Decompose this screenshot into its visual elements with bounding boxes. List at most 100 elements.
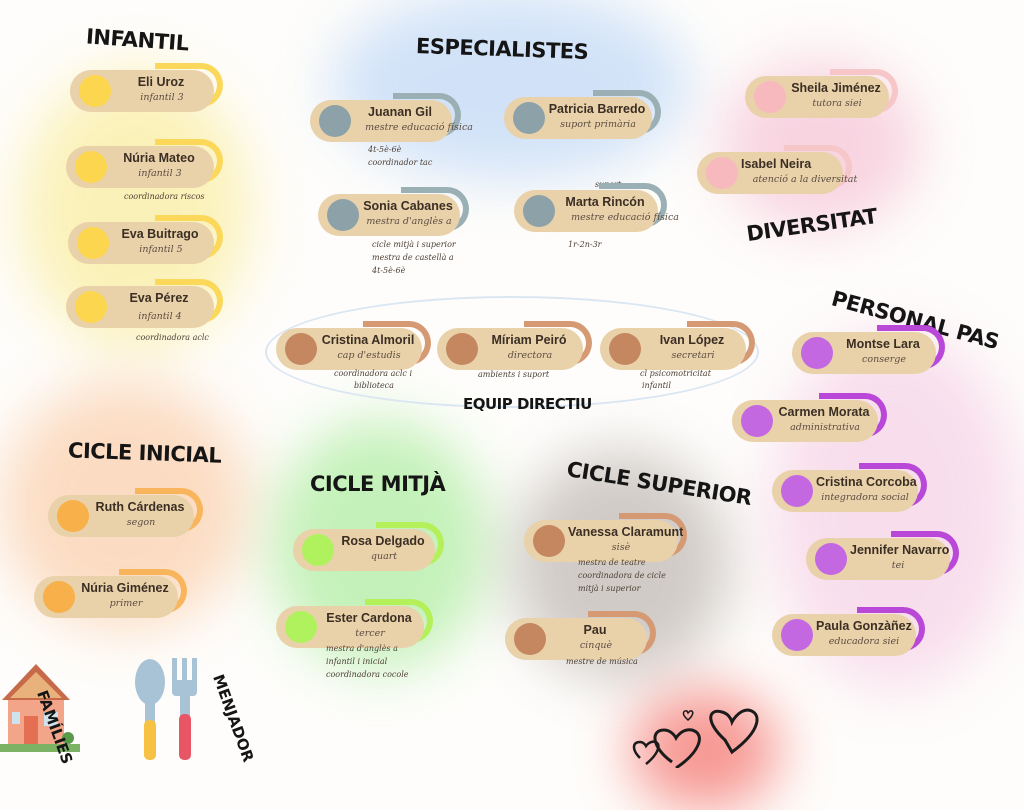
staff-role: infantil 3 bbox=[140, 92, 184, 103]
avatar-dot bbox=[446, 333, 478, 365]
avatar-dot bbox=[754, 81, 786, 113]
staff-role: tercer bbox=[355, 628, 385, 639]
staff-name: Cristina Almoril bbox=[321, 333, 415, 347]
staff-card-pau: Pau cinquè bbox=[505, 611, 656, 660]
staff-card-juanan-gil: Juanan Gil mestre educació física bbox=[310, 93, 473, 142]
staff-name: Pau bbox=[583, 623, 607, 637]
staff-name: Eli Uroz bbox=[137, 75, 185, 89]
staff-role: tei bbox=[891, 560, 905, 571]
staff-card-nuria-gimenez: Núria Giménez primer bbox=[34, 569, 187, 618]
heading-cicle-mitja: CICLE MITJÀ bbox=[310, 472, 446, 496]
staff-name: Marta Rincón bbox=[565, 195, 645, 209]
staff-name: Rosa Delgado bbox=[341, 534, 425, 548]
staff-role: infantil 3 bbox=[138, 168, 182, 179]
staff-name: Sonia Cabanes bbox=[363, 199, 453, 213]
staff-role: primer bbox=[109, 598, 143, 609]
staff-role: quart bbox=[370, 551, 398, 562]
staff-name: Míriam Peiró bbox=[491, 333, 567, 347]
staff-name: Patricia Barredo bbox=[548, 102, 646, 116]
heading-equip-directiu: EQUIP DIRECTIU bbox=[463, 395, 592, 413]
avatar-dot bbox=[285, 333, 317, 365]
staff-card-rosa-delgado: Rosa Delgado quart bbox=[293, 522, 444, 571]
staff-note: ambients i suport bbox=[478, 370, 550, 379]
staff-name: Eva Buitrago bbox=[121, 227, 199, 241]
avatar-dot bbox=[77, 227, 109, 259]
staff-role: mestra d'anglès a bbox=[366, 216, 452, 227]
avatar-dot bbox=[523, 195, 555, 227]
avatar-dot bbox=[741, 405, 773, 437]
avatar-dot bbox=[75, 151, 107, 183]
heading-infantil: INFANTIL bbox=[85, 24, 190, 56]
staff-card-nuria-mateo: Núria Mateo infantil 3 bbox=[66, 139, 223, 188]
avatar-dot bbox=[514, 623, 546, 655]
staff-role: mestre educació física bbox=[571, 212, 679, 223]
staff-role: infantil 4 bbox=[138, 311, 182, 322]
staff-card-sheila-jimenez: Sheila Jiménez tutora siei bbox=[745, 69, 898, 118]
avatar-dot bbox=[75, 291, 107, 323]
staff-name: Núria Giménez bbox=[81, 581, 169, 595]
avatar-dot bbox=[285, 611, 317, 643]
avatar-dot bbox=[319, 105, 351, 137]
staff-name: Sheila Jiménez bbox=[791, 81, 881, 95]
staff-role: integradora social bbox=[821, 492, 909, 503]
house-icon bbox=[0, 664, 80, 752]
staff-role: suport primària bbox=[560, 119, 636, 130]
staff-name: Ruth Cárdenas bbox=[95, 500, 185, 514]
avatar-dot bbox=[57, 500, 89, 532]
staff-role: educadora siei bbox=[828, 636, 900, 647]
avatar-dot bbox=[781, 475, 813, 507]
fork-icon bbox=[172, 658, 197, 760]
staff-role: administrativa bbox=[790, 422, 860, 433]
avatar-dot bbox=[327, 199, 359, 231]
staff-name: Núria Mateo bbox=[123, 151, 195, 165]
staff-card-cristina-almoril: Cristina Almoril cap d'estudis bbox=[276, 321, 431, 370]
staff-note: 1r-2n-3r bbox=[568, 240, 602, 249]
staff-role: cinquè bbox=[579, 640, 613, 651]
staff-card-eli-uroz: Eli Uroz infantil 3 bbox=[70, 63, 223, 112]
staff-card-cristina-corcoba: Cristina Corcoba integradora social bbox=[772, 463, 927, 512]
avatar-dot bbox=[302, 534, 334, 566]
hearts-icon bbox=[632, 708, 759, 768]
staff-name: Carmen Morata bbox=[778, 405, 870, 419]
staff-name: Juanan Gil bbox=[368, 105, 432, 119]
staff-card-miriam-peiro: Míriam Peiró directora bbox=[437, 321, 592, 370]
staff-name: Vanessa Claramunt bbox=[568, 525, 684, 539]
staff-card-patricia-barredo: Patricia Barredo suport primària bbox=[504, 90, 661, 139]
staff-name: Montse Lara bbox=[846, 337, 920, 351]
staff-role: cap d'estudis bbox=[337, 350, 401, 361]
staff-role: directora bbox=[507, 350, 553, 361]
staff-name: Cristina Corcoba bbox=[816, 475, 917, 489]
staff-card-vanessa-claramunt: Vanessa Claramunt sisè bbox=[524, 513, 687, 562]
staff-name: Ester Cardona bbox=[326, 611, 412, 625]
staff-role: segon bbox=[126, 517, 156, 528]
staff-role: sisè bbox=[611, 542, 631, 553]
staff-role: secretari bbox=[671, 350, 715, 361]
staff-card-marta-rincon: Marta Rincón mestre educació física bbox=[514, 183, 679, 232]
avatar-dot bbox=[801, 337, 833, 369]
staff-role: mestre educació física bbox=[365, 122, 473, 133]
menjador-label: MENJADOR bbox=[209, 672, 258, 765]
staff-note: mestre de música bbox=[566, 657, 638, 666]
staff-card-ivan-lopez: Ivan López secretari bbox=[600, 321, 755, 370]
staff-note: coordinadora riscos bbox=[124, 192, 205, 201]
staff-name: Jennifer Navarro bbox=[850, 543, 950, 557]
avatar-dot bbox=[815, 543, 847, 575]
avatar-dot bbox=[533, 525, 565, 557]
staff-card-carmen-morata: Carmen Morata administrativa bbox=[732, 393, 887, 442]
avatar-dot bbox=[513, 102, 545, 134]
avatar-dot bbox=[706, 157, 738, 189]
staff-name: Ivan López bbox=[659, 333, 725, 347]
equip-oval bbox=[265, 296, 759, 408]
staff-role: tutora siei bbox=[812, 98, 862, 109]
